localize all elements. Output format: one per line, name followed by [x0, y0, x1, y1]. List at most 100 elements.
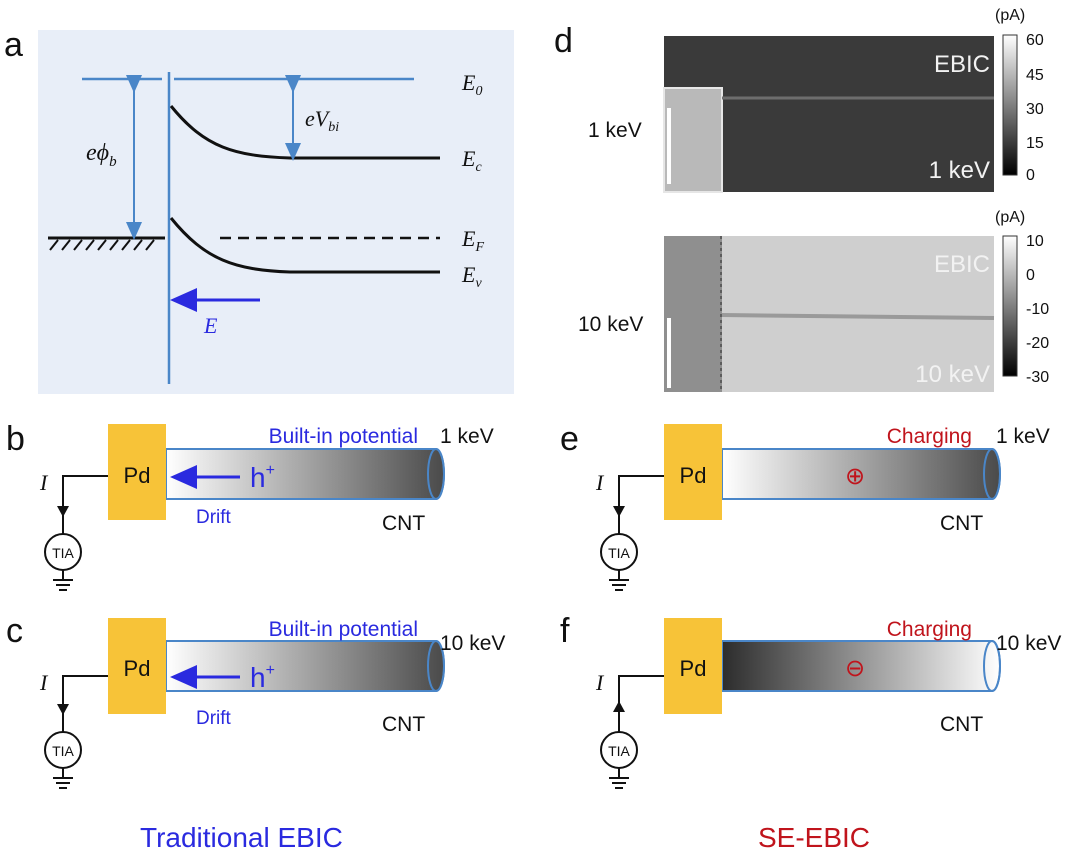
colorbar-bottom-tick: 0: [1026, 267, 1035, 284]
current-label: I: [39, 670, 49, 695]
circuit-wire: [62, 475, 108, 534]
tia-label: TIA: [52, 743, 74, 759]
ebic-map-bottom-electrode: [664, 236, 722, 392]
colorbar-top-tick: 15: [1026, 135, 1044, 152]
energy-label: 10 keV: [996, 632, 1061, 655]
field-label: E: [203, 313, 218, 338]
ground-symbol: [53, 768, 73, 789]
drift-label: Drift: [196, 507, 232, 528]
panel-letter-a: a: [4, 26, 23, 64]
ebic-map-top-energy-label: 1 keV: [588, 119, 642, 142]
scale-bar-top: [667, 108, 671, 184]
colorbar-bottom-tick: 10: [1026, 233, 1044, 250]
ebic-map-bottom-energy-overlay: 10 keV: [915, 361, 990, 388]
caption-se-ebic: SE-EBIC: [758, 822, 871, 853]
current-arrow-up: [613, 701, 625, 712]
conduction-band-label: Ec: [461, 146, 482, 175]
band-diagram: E0 Ec EF Ev eϕb eVbi E: [38, 30, 514, 394]
schematic-title: Built-in potential: [269, 425, 418, 448]
pd-contact-label: Pd: [680, 656, 707, 681]
ground-symbol: [609, 768, 629, 789]
colorbar-bottom: (pA) 10 0 -10 -20 -30: [995, 209, 1049, 386]
built-in-voltage-label: eVbi: [305, 106, 339, 135]
current-arrow-down: [57, 704, 69, 715]
ebic-map-top-label: EBIC: [934, 51, 990, 78]
panel-letter-c: c: [6, 612, 23, 650]
colorbar-bottom-unit: (pA): [995, 209, 1025, 226]
hole-label: h+: [250, 662, 275, 693]
metal-hatching: [49, 239, 155, 251]
caption-traditional-ebic: Traditional EBIC: [140, 822, 343, 853]
colorbar-bottom-tick: -30: [1026, 369, 1049, 386]
valence-band-label: Ev: [461, 262, 482, 291]
tia-label: TIA: [52, 545, 74, 561]
panel-letter-f: f: [560, 612, 570, 650]
cnt-label: CNT: [382, 512, 425, 535]
circuit-wire: [618, 475, 664, 534]
cnt-tube-end: [427, 640, 445, 692]
circuit-wire: [62, 675, 108, 732]
ebic-map-bottom-energy-label: 10 keV: [578, 313, 643, 336]
vacuum-level-label: E0: [461, 70, 482, 99]
current-arrow-down: [613, 506, 625, 517]
cnt-tube: [165, 640, 445, 692]
cnt-tube: [165, 448, 445, 500]
ground-symbol: [53, 570, 73, 591]
schematic-f: Pd Charging 10 keV ⊖ CNT I TIA: [595, 618, 1061, 789]
energy-label: 1 keV: [996, 425, 1050, 448]
fermi-level-label: EF: [461, 226, 484, 255]
colorbar-top-tick: 0: [1026, 167, 1035, 184]
colorbar-top-unit: (pA): [995, 7, 1025, 24]
band-diagram-background: [38, 30, 514, 394]
colorbar-bottom-tick: -20: [1026, 335, 1049, 352]
colorbar-bottom-gradient: [1002, 235, 1018, 377]
panel-letter-b: b: [6, 420, 25, 458]
circuit-wire: [618, 675, 664, 732]
valence-band: [169, 217, 440, 274]
pd-contact: [664, 424, 722, 520]
energy-label: 1 keV: [440, 425, 494, 448]
panel-letter-e: e: [560, 420, 579, 458]
ebic-map-bottom-label: EBIC: [934, 251, 990, 278]
schematic-c: Pd Built-in potential 10 keV h+ Drift CN…: [39, 618, 505, 789]
schematic-title: Charging: [887, 425, 972, 448]
schematic-title: Charging: [887, 618, 972, 641]
colorbar-top-gradient: [1002, 34, 1018, 176]
colorbar-top: (pA) 60 45 30 15 0: [995, 7, 1044, 184]
pd-contact-label: Pd: [124, 656, 151, 681]
hole-label: h+: [250, 462, 275, 493]
pd-contact-label: Pd: [680, 463, 707, 488]
colorbar-top-tick: 60: [1026, 32, 1044, 49]
energy-label: 10 keV: [440, 632, 505, 655]
tia-label: TIA: [608, 545, 630, 561]
pd-contact: [108, 618, 166, 714]
current-arrow-down: [57, 506, 69, 517]
positive-charge-icon: ⊕: [845, 463, 865, 490]
conduction-band: [169, 105, 440, 160]
cnt-label: CNT: [940, 713, 983, 736]
schematic-b: Pd Built-in potential 1 keV h+ Drift CNT…: [39, 424, 494, 591]
current-label: I: [39, 470, 49, 495]
cnt-label: CNT: [940, 512, 983, 535]
colorbar-top-tick: 45: [1026, 67, 1044, 84]
schematic-e: Pd Charging 1 keV ⊕ CNT I TIA: [595, 424, 1050, 591]
cnt-tube-end: [983, 448, 1001, 500]
pd-contact: [108, 424, 166, 520]
tia-label: TIA: [608, 743, 630, 759]
cnt-tube-end: [427, 448, 445, 500]
ebic-map-bottom-cnt-signal: [721, 313, 995, 320]
current-label: I: [595, 670, 605, 695]
scale-bar-bottom: [667, 318, 671, 388]
current-label: I: [595, 470, 605, 495]
colorbar-bottom-tick: -10: [1026, 301, 1049, 318]
ebic-map-top: EBIC 1 keV 1 keV: [588, 36, 994, 193]
cnt-tube-end: [983, 640, 1001, 692]
colorbar-top-tick: 30: [1026, 101, 1044, 118]
ebic-map-bottom: EBIC 10 keV 10 keV: [578, 236, 995, 392]
pd-contact: [664, 618, 722, 714]
cnt-label: CNT: [382, 713, 425, 736]
panel-letter-d: d: [554, 22, 573, 60]
pd-contact-label: Pd: [124, 463, 151, 488]
ebic-map-top-energy-overlay: 1 keV: [929, 157, 990, 184]
